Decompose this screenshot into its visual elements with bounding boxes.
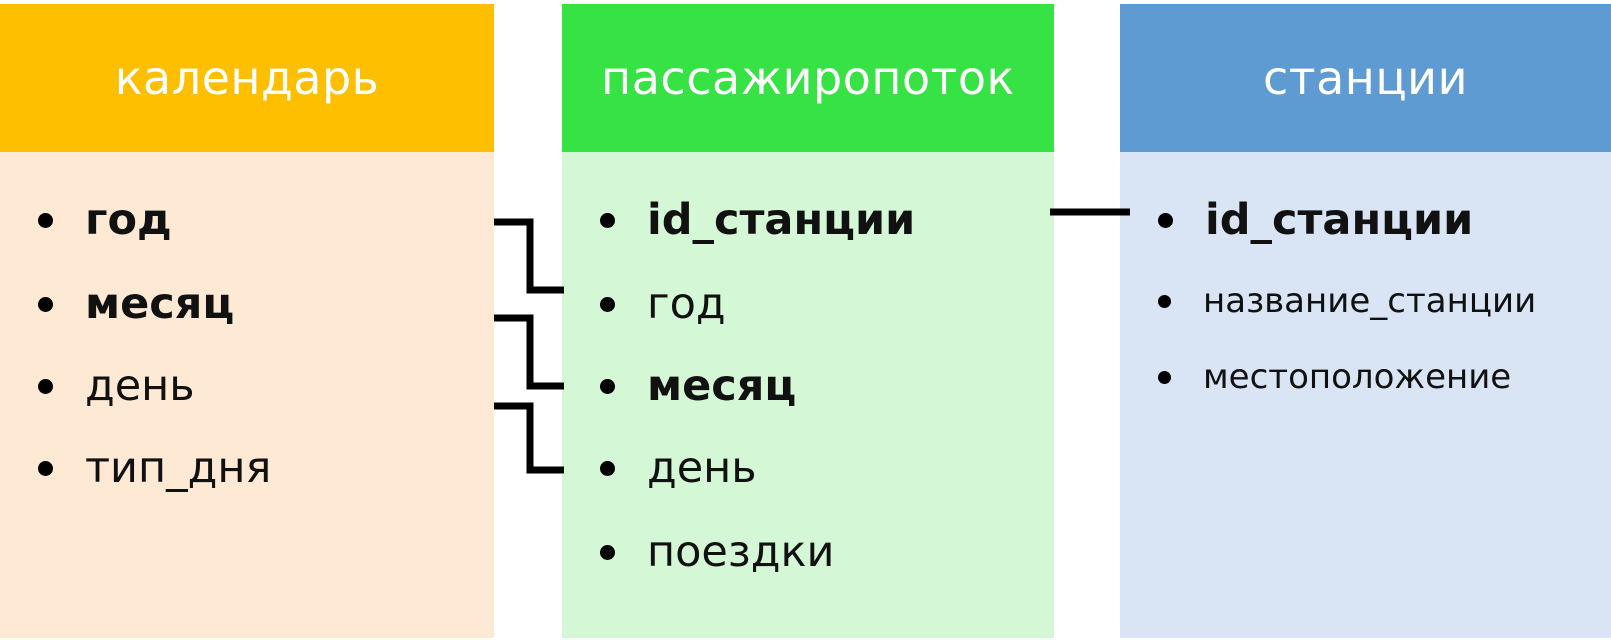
field-label: название_станции (1203, 281, 1537, 321)
field-calendar-month: месяц (0, 276, 234, 332)
bullet-icon (38, 378, 53, 394)
bullet-icon (38, 296, 53, 312)
connector-day (494, 402, 564, 474)
field-label: год (85, 195, 172, 245)
bullet-icon (600, 378, 615, 394)
connector-month (494, 314, 564, 390)
field-calendar-day: день (0, 358, 195, 414)
field-calendar-day-type: тип_дня (0, 440, 271, 496)
field-label: id_станции (1205, 195, 1474, 245)
field-stations-location: местоположение (1120, 352, 1511, 402)
connector-year (494, 218, 564, 294)
field-calendar-year: год (0, 192, 172, 248)
table-stations-fields: id_станции название_станции местоположен… (1120, 152, 1611, 638)
bullet-icon (1158, 370, 1171, 384)
field-label: день (85, 361, 195, 411)
field-label: id_станции (647, 195, 916, 245)
field-stations-station-id: id_станции (1120, 192, 1473, 248)
table-ridership: пассажиропоток id_станции год месяц день… (562, 4, 1054, 638)
field-stations-station-name: название_станции (1120, 276, 1536, 326)
field-ridership-station-id: id_станции (562, 192, 915, 248)
field-ridership-year: год (562, 276, 726, 332)
bullet-icon (38, 212, 53, 228)
bullet-icon (1158, 294, 1171, 308)
field-ridership-trips: поездки (562, 524, 834, 580)
table-calendar-title: календарь (0, 4, 494, 152)
bullet-icon (600, 460, 615, 476)
bullet-icon (600, 544, 615, 560)
field-label: год (647, 279, 726, 329)
table-calendar: календарь год месяц день тип_дня (0, 4, 494, 638)
bullet-icon (600, 212, 615, 228)
field-label: день (647, 443, 757, 493)
bullet-icon (1158, 212, 1173, 228)
field-label: местоположение (1203, 357, 1512, 397)
bullet-icon (38, 460, 53, 476)
field-label: месяц (647, 361, 797, 411)
table-ridership-title: пассажиропоток (562, 4, 1054, 152)
field-ridership-month: месяц (562, 358, 796, 414)
table-stations-title: станции (1120, 4, 1611, 152)
table-stations: станции id_станции название_станции мест… (1120, 4, 1611, 638)
field-label: поездки (647, 527, 835, 577)
table-ridership-fields: id_станции год месяц день поездки (562, 152, 1054, 638)
field-ridership-day: день (562, 440, 757, 496)
bullet-icon (600, 296, 615, 312)
field-label: тип_дня (85, 443, 272, 493)
table-calendar-fields: год месяц день тип_дня (0, 152, 494, 638)
field-label: месяц (85, 279, 235, 329)
